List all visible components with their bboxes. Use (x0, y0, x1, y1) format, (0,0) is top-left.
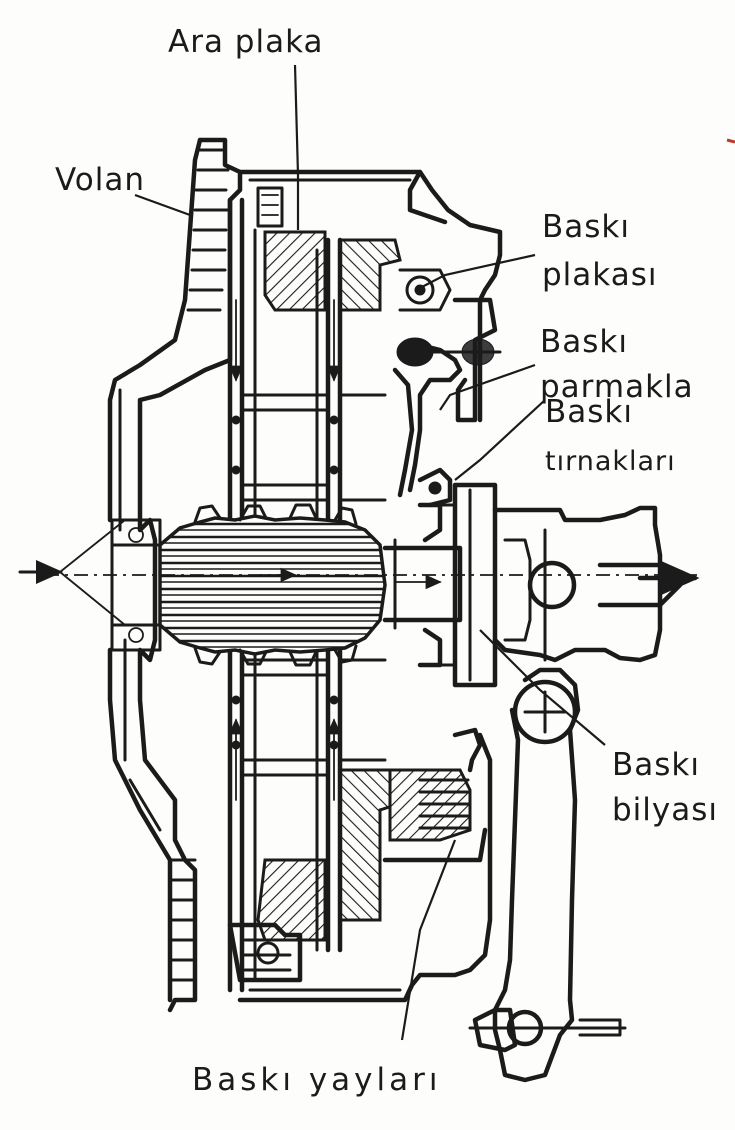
label-baski-bilyasi-line1: Baskı (612, 747, 700, 783)
leader-lines (134, 64, 606, 1041)
label-baski-tirnaklari-line1: Baskı (545, 394, 633, 430)
label-baski-bilyasi-line2: bilyası (612, 792, 718, 828)
leader-baski-yaylari (400, 839, 457, 1041)
label-baski-yaylari: Baskı yayları (192, 1062, 442, 1098)
label-baski-plakasi-line1: Baskı (542, 209, 630, 245)
intermediate-plate (256, 230, 412, 942)
output-shaft (382, 538, 463, 630)
splined-hub (158, 503, 387, 667)
leader-baski-tirnaklari (454, 399, 546, 481)
leader-ara-plaka (293, 64, 300, 230)
label-baski-parmaklari-line2: parmakla (540, 369, 694, 405)
lower-hub (227, 922, 303, 983)
label-ara-plaka: Ara plaka (168, 24, 324, 60)
label-baski-parmaklari-line1: Baskı (540, 324, 628, 360)
label-baski-plakasi-line2: plakası (542, 257, 657, 293)
clutch-cover (237, 169, 503, 1003)
release-tips (417, 467, 453, 508)
leader-volan (134, 193, 191, 217)
pressure-springs (382, 727, 488, 863)
corner-mark (726, 138, 735, 144)
center-axis (18, 519, 700, 626)
leader-baski-plakasi (419, 253, 536, 289)
release-bearing (417, 482, 683, 688)
label-volan: Volan (55, 162, 145, 198)
release-fork (468, 667, 627, 1083)
release-lever (392, 268, 502, 498)
label-baski-tirnaklari-line2: tırnakları (545, 446, 676, 477)
leader-baski-bilyasi (479, 629, 606, 746)
leader-baski-parmaklari (439, 363, 536, 411)
flywheel (107, 137, 243, 1013)
